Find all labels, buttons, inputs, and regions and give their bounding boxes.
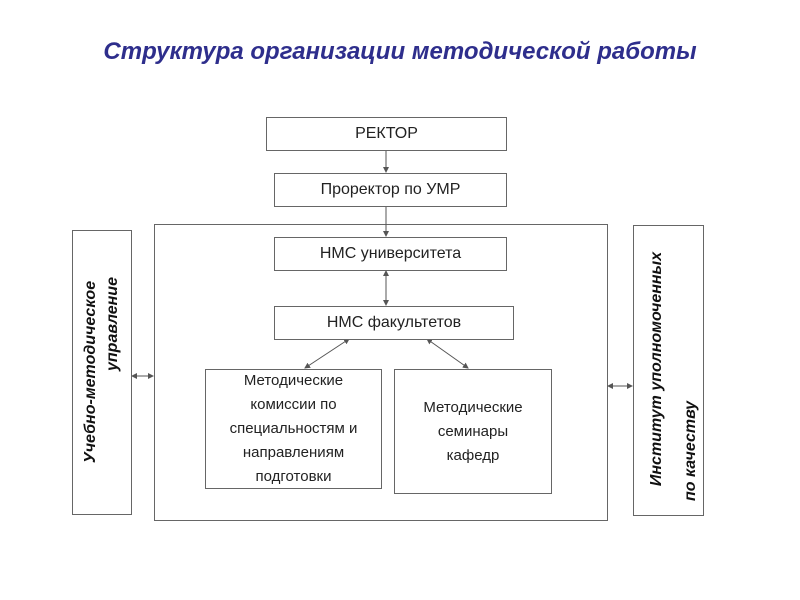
- commissions-line: направлениям: [242, 444, 345, 461]
- commissions-line: подготовки: [255, 468, 332, 485]
- left-side-box: [72, 230, 132, 515]
- prorector-label: Проректор по УМР: [320, 181, 461, 198]
- nms-university-box: НМС университета: [274, 237, 507, 271]
- nms-faculties-label: НМС факультетов: [326, 314, 462, 331]
- commissions-box: Методические комиссии по специальностям …: [205, 369, 382, 489]
- page-title: Структура организации методической работ…: [103, 38, 697, 65]
- seminars-line: семинары: [437, 422, 509, 440]
- commissions-line: Методические: [243, 372, 344, 389]
- rector-label: РЕКТОР: [355, 125, 418, 142]
- seminars-line: Методические: [423, 398, 523, 416]
- commissions-line: комиссии по: [250, 396, 337, 413]
- left-side-line-2: управление: [104, 277, 121, 371]
- left-side-line-1: Учебно-методическое: [82, 280, 99, 464]
- arrow-fac-commissions: [304, 338, 350, 369]
- right-side-line-2: по качеству: [682, 400, 699, 502]
- nms-university-label: НМС университета: [319, 245, 462, 262]
- nms-faculties-box: НМС факультетов: [274, 306, 514, 340]
- seminars-box: Методические семинары кафедр: [394, 369, 552, 494]
- seminars-line: кафедр: [446, 446, 500, 464]
- rector-box: РЕКТОР: [266, 117, 507, 151]
- prorector-box: Проректор по УМР: [274, 173, 507, 207]
- commissions-line: специальностям и: [229, 420, 358, 437]
- arrow-fac-seminars: [426, 338, 469, 369]
- right-side-box: [633, 225, 704, 516]
- right-side-line-1: Институт уполномоченных: [648, 251, 665, 487]
